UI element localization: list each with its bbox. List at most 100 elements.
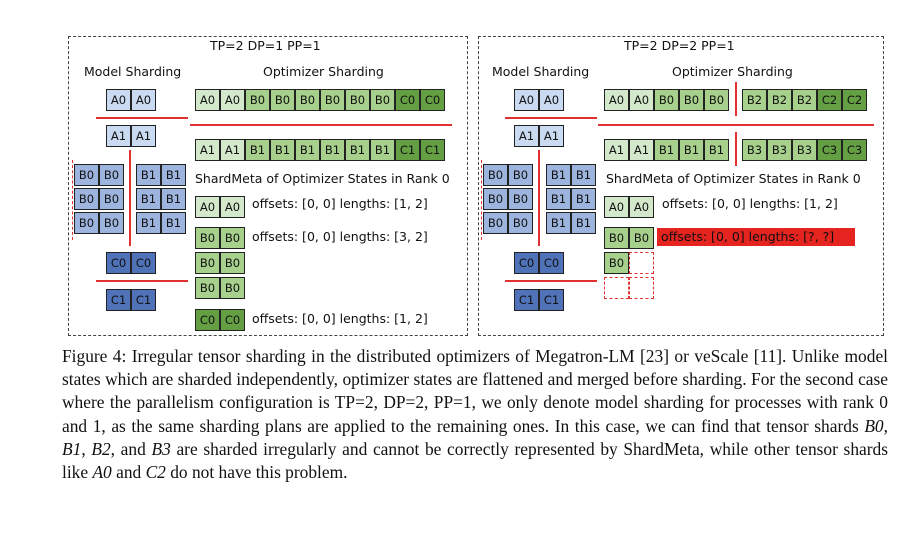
left-opt-b1: B1 xyxy=(270,139,295,161)
right-opt-c2: C2 xyxy=(842,89,867,111)
left-model-sharding-label: Model Sharding xyxy=(84,64,182,79)
left-model-c0: C0 xyxy=(131,252,156,274)
left-model-b1: B1 xyxy=(161,188,186,210)
caption-var: B2 xyxy=(91,438,111,459)
left-meta-b-text: offsets: [0, 0] lengths: [3, 2] xyxy=(252,229,428,244)
right-meta-missing-cell xyxy=(629,252,654,274)
right-opt-b2: B2 xyxy=(742,89,767,111)
left-meta-c0: C0 xyxy=(220,309,245,331)
right-meta-error-badge: offsets: [0, 0] lengths: [?, ?] xyxy=(657,228,855,246)
left-opt-a1: A1 xyxy=(220,139,245,161)
right-meta-missing-cell xyxy=(629,277,654,299)
left-model-b0: B0 xyxy=(99,164,124,186)
right-opt-rank-divider xyxy=(735,82,737,116)
left-meta-c-text: offsets: [0, 0] lengths: [1, 2] xyxy=(252,311,428,326)
left-model-c0: C0 xyxy=(106,252,131,274)
right-model-b0: B0 xyxy=(508,212,533,234)
left-opt-c0: C0 xyxy=(395,89,420,111)
caption-var: B1 xyxy=(62,438,82,459)
right-meta-b0: B0 xyxy=(604,227,629,249)
left-meta-a0: A0 xyxy=(195,196,220,218)
left-model-b0: B0 xyxy=(74,188,99,210)
left-model-a0: A0 xyxy=(131,89,156,111)
left-model-a1: A1 xyxy=(131,125,156,147)
right-model-divider xyxy=(505,117,597,119)
left-model-dashed-divider xyxy=(72,160,73,240)
right-model-b0: B0 xyxy=(508,188,533,210)
left-model-a0: A0 xyxy=(106,89,131,111)
left-opt-b1: B1 xyxy=(245,139,270,161)
left-meta-b0: B0 xyxy=(220,252,245,274)
left-meta-b0: B0 xyxy=(220,277,245,299)
right-model-b1: B1 xyxy=(546,212,571,234)
left-meta-b0: B0 xyxy=(195,227,220,249)
right-model-b1: B1 xyxy=(571,188,596,210)
right-opt-b1: B1 xyxy=(679,139,704,161)
left-opt-b1: B1 xyxy=(370,139,395,161)
right-model-b1: B1 xyxy=(546,188,571,210)
right-opt-a1: A1 xyxy=(629,139,654,161)
left-shardmeta-label: ShardMeta of Optimizer States in Rank 0 xyxy=(195,171,450,186)
right-model-b0: B0 xyxy=(483,164,508,186)
left-opt-b0: B0 xyxy=(270,89,295,111)
caption-var: A0 xyxy=(92,462,112,483)
right-meta-a0: A0 xyxy=(629,196,654,218)
right-model-c1: C1 xyxy=(514,289,539,311)
caption-var: B3 xyxy=(151,438,171,459)
right-model-c0: C0 xyxy=(539,252,564,274)
left-meta-b0: B0 xyxy=(195,252,220,274)
left-opt-a0: A0 xyxy=(195,89,220,111)
right-opt-b3: B3 xyxy=(742,139,767,161)
left-opt-divider xyxy=(190,124,452,126)
caption-text: Figure 4: Irregular tensor sharding in t… xyxy=(62,346,888,436)
caption-text: do not have this problem. xyxy=(165,462,348,483)
left-optimizer-sharding-label: Optimizer Sharding xyxy=(263,64,384,79)
left-opt-a0: A0 xyxy=(220,89,245,111)
left-meta-c0: C0 xyxy=(195,309,220,331)
left-model-b0: B0 xyxy=(99,188,124,210)
right-model-divider xyxy=(505,280,597,282)
right-meta-b0: B0 xyxy=(604,252,629,274)
right-opt-c3: C3 xyxy=(817,139,842,161)
right-model-dashed-divider xyxy=(481,160,482,240)
right-meta-a0: A0 xyxy=(604,196,629,218)
right-model-b0: B0 xyxy=(483,212,508,234)
left-opt-b1: B1 xyxy=(320,139,345,161)
right-model-a1: A1 xyxy=(514,125,539,147)
right-shardmeta-label: ShardMeta of Optimizer States in Rank 0 xyxy=(606,171,861,186)
right-opt-b3: B3 xyxy=(767,139,792,161)
right-panel-title: TP=2 DP=2 PP=1 xyxy=(624,38,735,53)
left-opt-c1: C1 xyxy=(420,139,445,161)
left-opt-c0: C0 xyxy=(420,89,445,111)
right-model-a0: A0 xyxy=(514,89,539,111)
left-model-divider xyxy=(96,117,188,119)
right-model-divider xyxy=(538,150,540,246)
caption-sep: , xyxy=(883,415,888,436)
right-opt-b1: B1 xyxy=(654,139,679,161)
left-opt-b0: B0 xyxy=(320,89,345,111)
right-opt-b0: B0 xyxy=(654,89,679,111)
left-meta-a-text: offsets: [0, 0] lengths: [1, 2] xyxy=(252,196,428,211)
right-model-c1: C1 xyxy=(539,289,564,311)
left-opt-c1: C1 xyxy=(395,139,420,161)
left-opt-b0: B0 xyxy=(345,89,370,111)
caption-var: B0 xyxy=(864,415,884,436)
left-model-b1: B1 xyxy=(161,164,186,186)
right-opt-divider xyxy=(598,124,874,126)
right-meta-a-text: offsets: [0, 0] lengths: [1, 2] xyxy=(662,196,838,211)
left-opt-b1: B1 xyxy=(345,139,370,161)
right-model-b1: B1 xyxy=(571,164,596,186)
right-model-sharding-label: Model Sharding xyxy=(492,64,590,79)
right-opt-b0: B0 xyxy=(679,89,704,111)
right-opt-b2: B2 xyxy=(792,89,817,111)
left-model-b1: B1 xyxy=(136,212,161,234)
right-opt-a0: A0 xyxy=(604,89,629,111)
left-meta-b0: B0 xyxy=(220,227,245,249)
left-opt-b0: B0 xyxy=(295,89,320,111)
right-opt-b2: B2 xyxy=(767,89,792,111)
left-meta-a0: A0 xyxy=(220,196,245,218)
right-meta-missing-cell xyxy=(604,277,629,299)
right-meta-b0: B0 xyxy=(629,227,654,249)
right-model-a0: A0 xyxy=(539,89,564,111)
caption-sep: and xyxy=(111,462,146,483)
